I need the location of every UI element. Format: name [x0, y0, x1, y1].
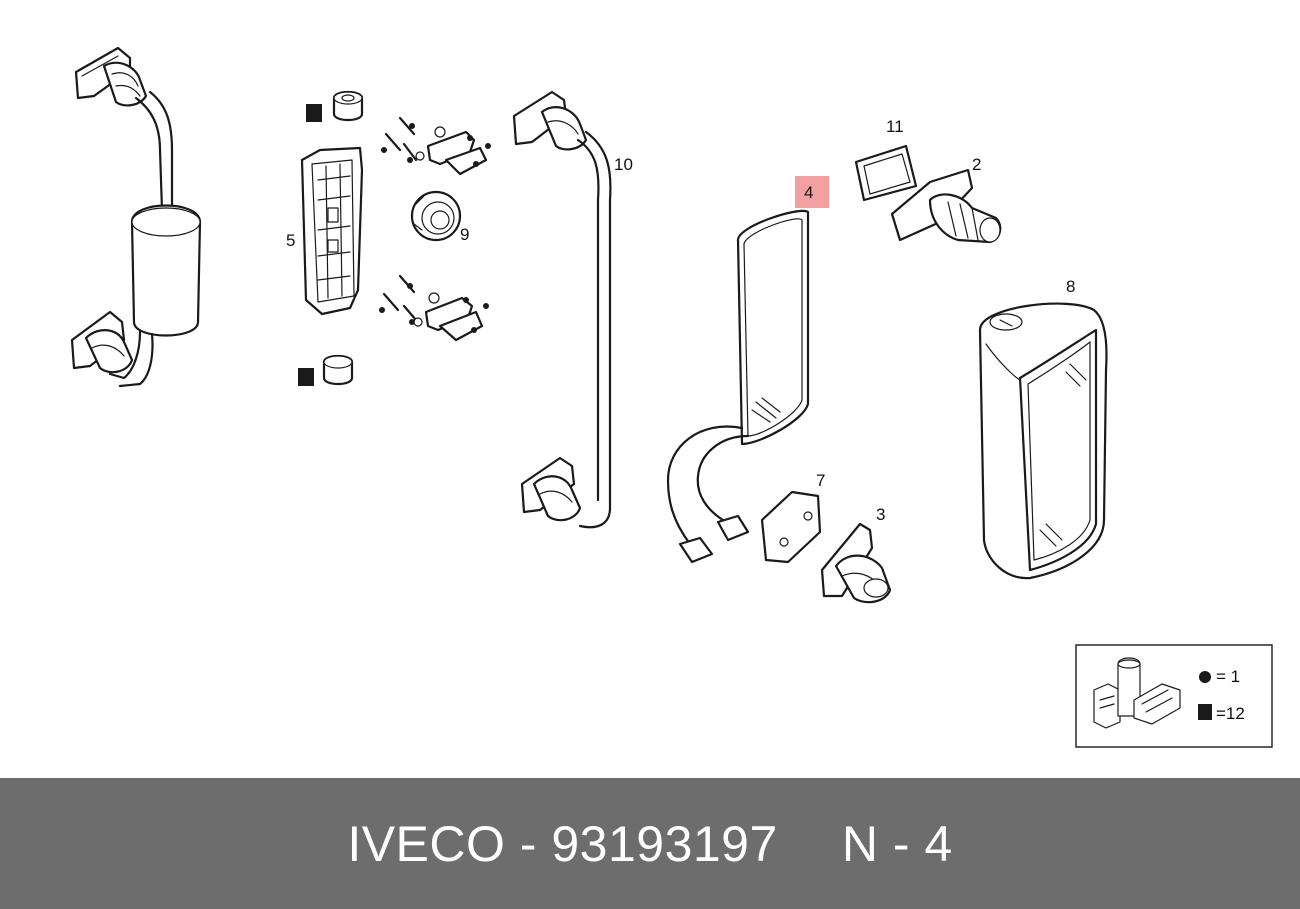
plate-part-7: [760, 490, 822, 564]
callout-9: 9: [460, 225, 469, 244]
gasket-part-11: [854, 144, 918, 202]
parts-kit-icon: [1093, 657, 1181, 729]
part-4-highlight: [795, 176, 829, 208]
legend-dot-label: = 1: [1216, 667, 1240, 686]
callout-7: 7: [816, 471, 825, 490]
legend-square-label: =12: [1216, 704, 1245, 723]
boot-part-3: [820, 522, 892, 604]
callout-11: 11: [886, 117, 904, 136]
callout-2: 2: [972, 155, 981, 174]
part-number-footer: IVECO - 93193197 N - 4: [0, 778, 1300, 909]
callout-4: 4: [804, 183, 813, 202]
bracket-part-5: [300, 146, 364, 316]
square-symbol: [1198, 704, 1212, 720]
bottom-bushing-group: [298, 354, 354, 386]
mirror-arm-part-10: [512, 90, 612, 529]
callout-10: 10: [614, 155, 633, 174]
clamp-set-bottom: [379, 274, 489, 342]
exploded-parts-diagram: 4 5 9 10 11 2 8 7 3 = 1 =12: [70, 46, 1273, 748]
clamp-set-top: [381, 116, 491, 176]
dot-symbol: [1199, 671, 1211, 683]
diagram-reference: N - 4: [841, 815, 953, 872]
top-bushing-group: [306, 90, 364, 122]
boot-part-2: [890, 168, 1002, 244]
quantity-legend: = 1 =12: [1075, 644, 1273, 748]
mirror-housing-part-8: [978, 302, 1108, 580]
brand-part-number: IVECO - 93193197: [347, 815, 778, 872]
callout-5: 5: [286, 231, 295, 250]
connector-part-9: [410, 190, 462, 242]
mirror-glass-part-4: [666, 209, 810, 564]
callout-3: 3: [876, 505, 885, 524]
callout-8: 8: [1066, 277, 1075, 296]
mirror-arm-assembly-left: [70, 46, 202, 388]
